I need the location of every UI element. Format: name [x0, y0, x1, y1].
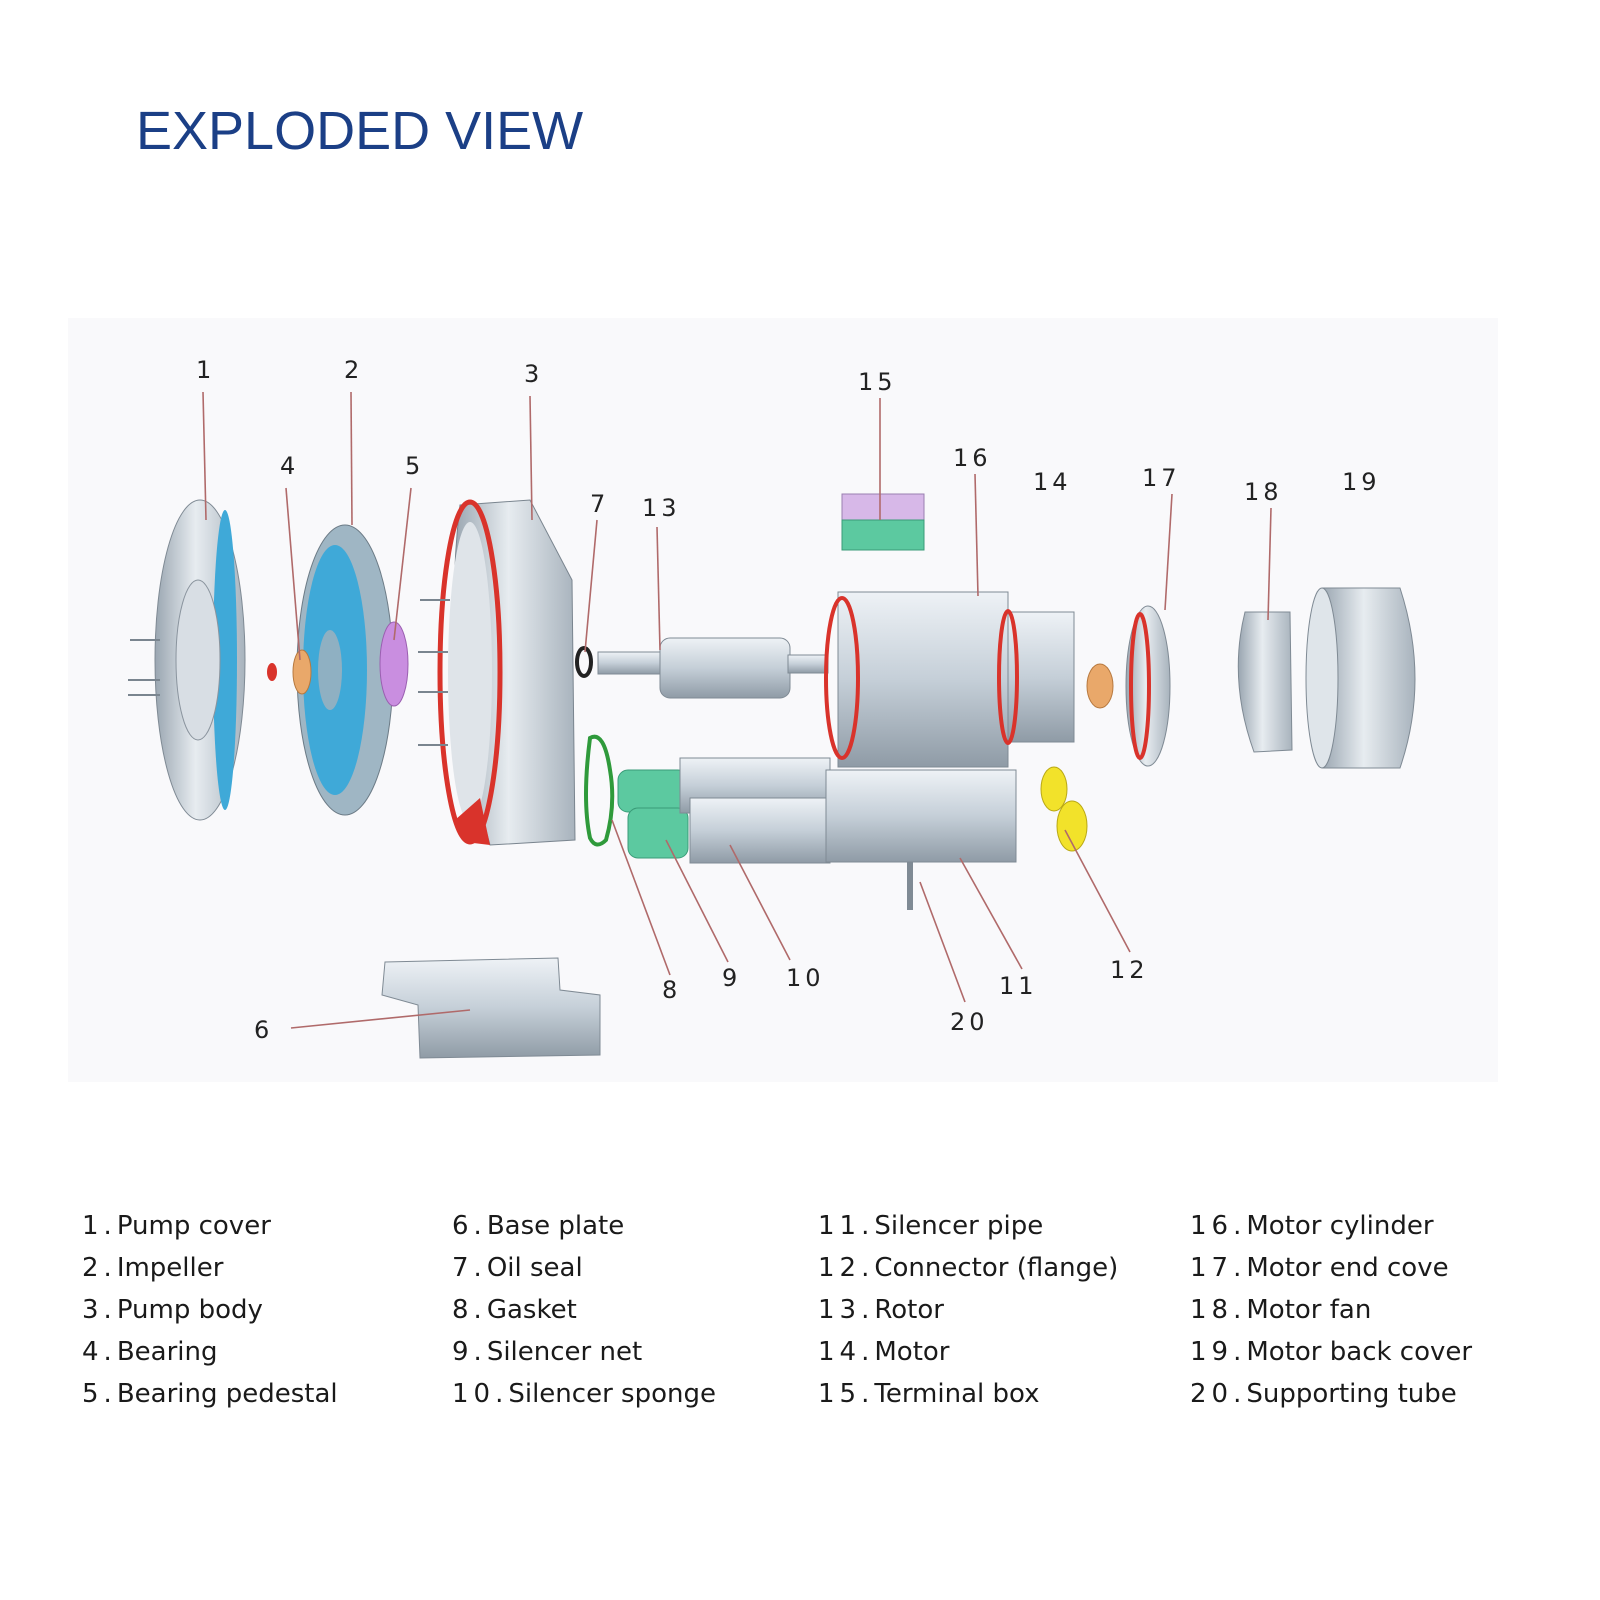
callout-19: 19: [1342, 468, 1381, 496]
silencer-pipe-part: [679, 757, 1017, 910]
legend-item: 7.Oil seal: [452, 1253, 583, 1283]
legend-item: 14.Motor: [818, 1337, 950, 1367]
legend-item: 17.Motor end cove: [1190, 1253, 1449, 1283]
oil-seal-part: [575, 646, 593, 678]
legend-column-1: 1.Pump cover 2.Impeller 3.Pump body 4.Be…: [82, 1205, 338, 1415]
legend-item: 18.Motor fan: [1190, 1295, 1372, 1325]
legend-item: 3.Pump body: [82, 1295, 263, 1325]
callout-12: 12: [1110, 956, 1149, 984]
pump-cover-part: [128, 499, 246, 821]
base-plate-part: [381, 957, 601, 1059]
parts-legend: 1.Pump cover 2.Impeller 3.Pump body 4.Be…: [0, 1205, 1600, 1445]
callout-8: 8: [662, 976, 681, 1004]
rotor-part: [597, 637, 829, 699]
callout-11: 11: [999, 972, 1038, 1000]
legend-item: 9.Silencer net: [452, 1337, 643, 1367]
callout-13: 13: [642, 494, 681, 522]
legend-item: 1.Pump cover: [82, 1211, 271, 1241]
callout-20: 20: [950, 1008, 989, 1036]
pump-body-part: [418, 499, 576, 846]
callout-14: 14: [1033, 468, 1072, 496]
legend-item: 6.Base plate: [452, 1211, 625, 1241]
legend-item: 19.Motor back cover: [1190, 1337, 1473, 1367]
callout-10: 10: [786, 964, 825, 992]
callout-7: 7: [590, 490, 609, 518]
callout-1: 1: [196, 356, 215, 384]
legend-item: 11.Silencer pipe: [818, 1211, 1044, 1241]
terminal-box-part: [841, 493, 925, 551]
bearing-pedestal-part: [379, 621, 409, 707]
motor-part: [824, 591, 1075, 768]
motor-fan-part: [1237, 611, 1293, 753]
callout-16: 16: [953, 444, 992, 472]
bearing-part: [267, 649, 312, 695]
legend-item: 2.Impeller: [82, 1253, 224, 1283]
legend-item: 5.Bearing pedestal: [82, 1379, 338, 1409]
callout-6: 6: [254, 1016, 273, 1044]
legend-column-2: 6.Base plate 7.Oil seal 8.Gasket 9.Silen…: [452, 1205, 716, 1415]
callout-2: 2: [344, 356, 363, 384]
callout-4: 4: [280, 452, 299, 480]
gasket-part: [584, 734, 615, 847]
callout-17: 17: [1142, 464, 1181, 492]
legend-item: 20.Supporting tube: [1190, 1379, 1457, 1409]
motor-end-cover-part: [1086, 605, 1171, 767]
legend-item: 10.Silencer sponge: [452, 1379, 716, 1409]
legend-item: 13.Rotor: [818, 1295, 944, 1325]
callout-5: 5: [405, 452, 424, 480]
page-title: EXPLODED VIEW: [136, 101, 584, 161]
silencer-net-part: [617, 769, 689, 859]
motor-back-cover-part: [1305, 587, 1416, 769]
legend-item: 8.Gasket: [452, 1295, 577, 1325]
impeller-part: [296, 524, 394, 816]
connector-flange-part: [1040, 766, 1088, 852]
leader-lines: [202, 391, 1272, 1029]
callout-9: 9: [722, 964, 741, 992]
callout-18: 18: [1244, 478, 1283, 506]
legend-item: 4.Bearing: [82, 1337, 218, 1367]
legend-column-4: 16.Motor cylinder 17.Motor end cove 18.M…: [1190, 1205, 1472, 1415]
legend-item: 15.Terminal box: [818, 1379, 1040, 1409]
callout-15: 15: [858, 368, 897, 396]
callout-3: 3: [524, 360, 543, 388]
legend-column-3: 11.Silencer pipe 12.Connector (flange) 1…: [818, 1205, 1118, 1415]
exploded-diagram: 1 2 3 4 5 6 7 8 9 10 11 12 13 14 15 16 1…: [128, 356, 1416, 1059]
legend-item: 16.Motor cylinder: [1190, 1211, 1434, 1241]
legend-item: 12.Connector (flange): [818, 1253, 1119, 1283]
